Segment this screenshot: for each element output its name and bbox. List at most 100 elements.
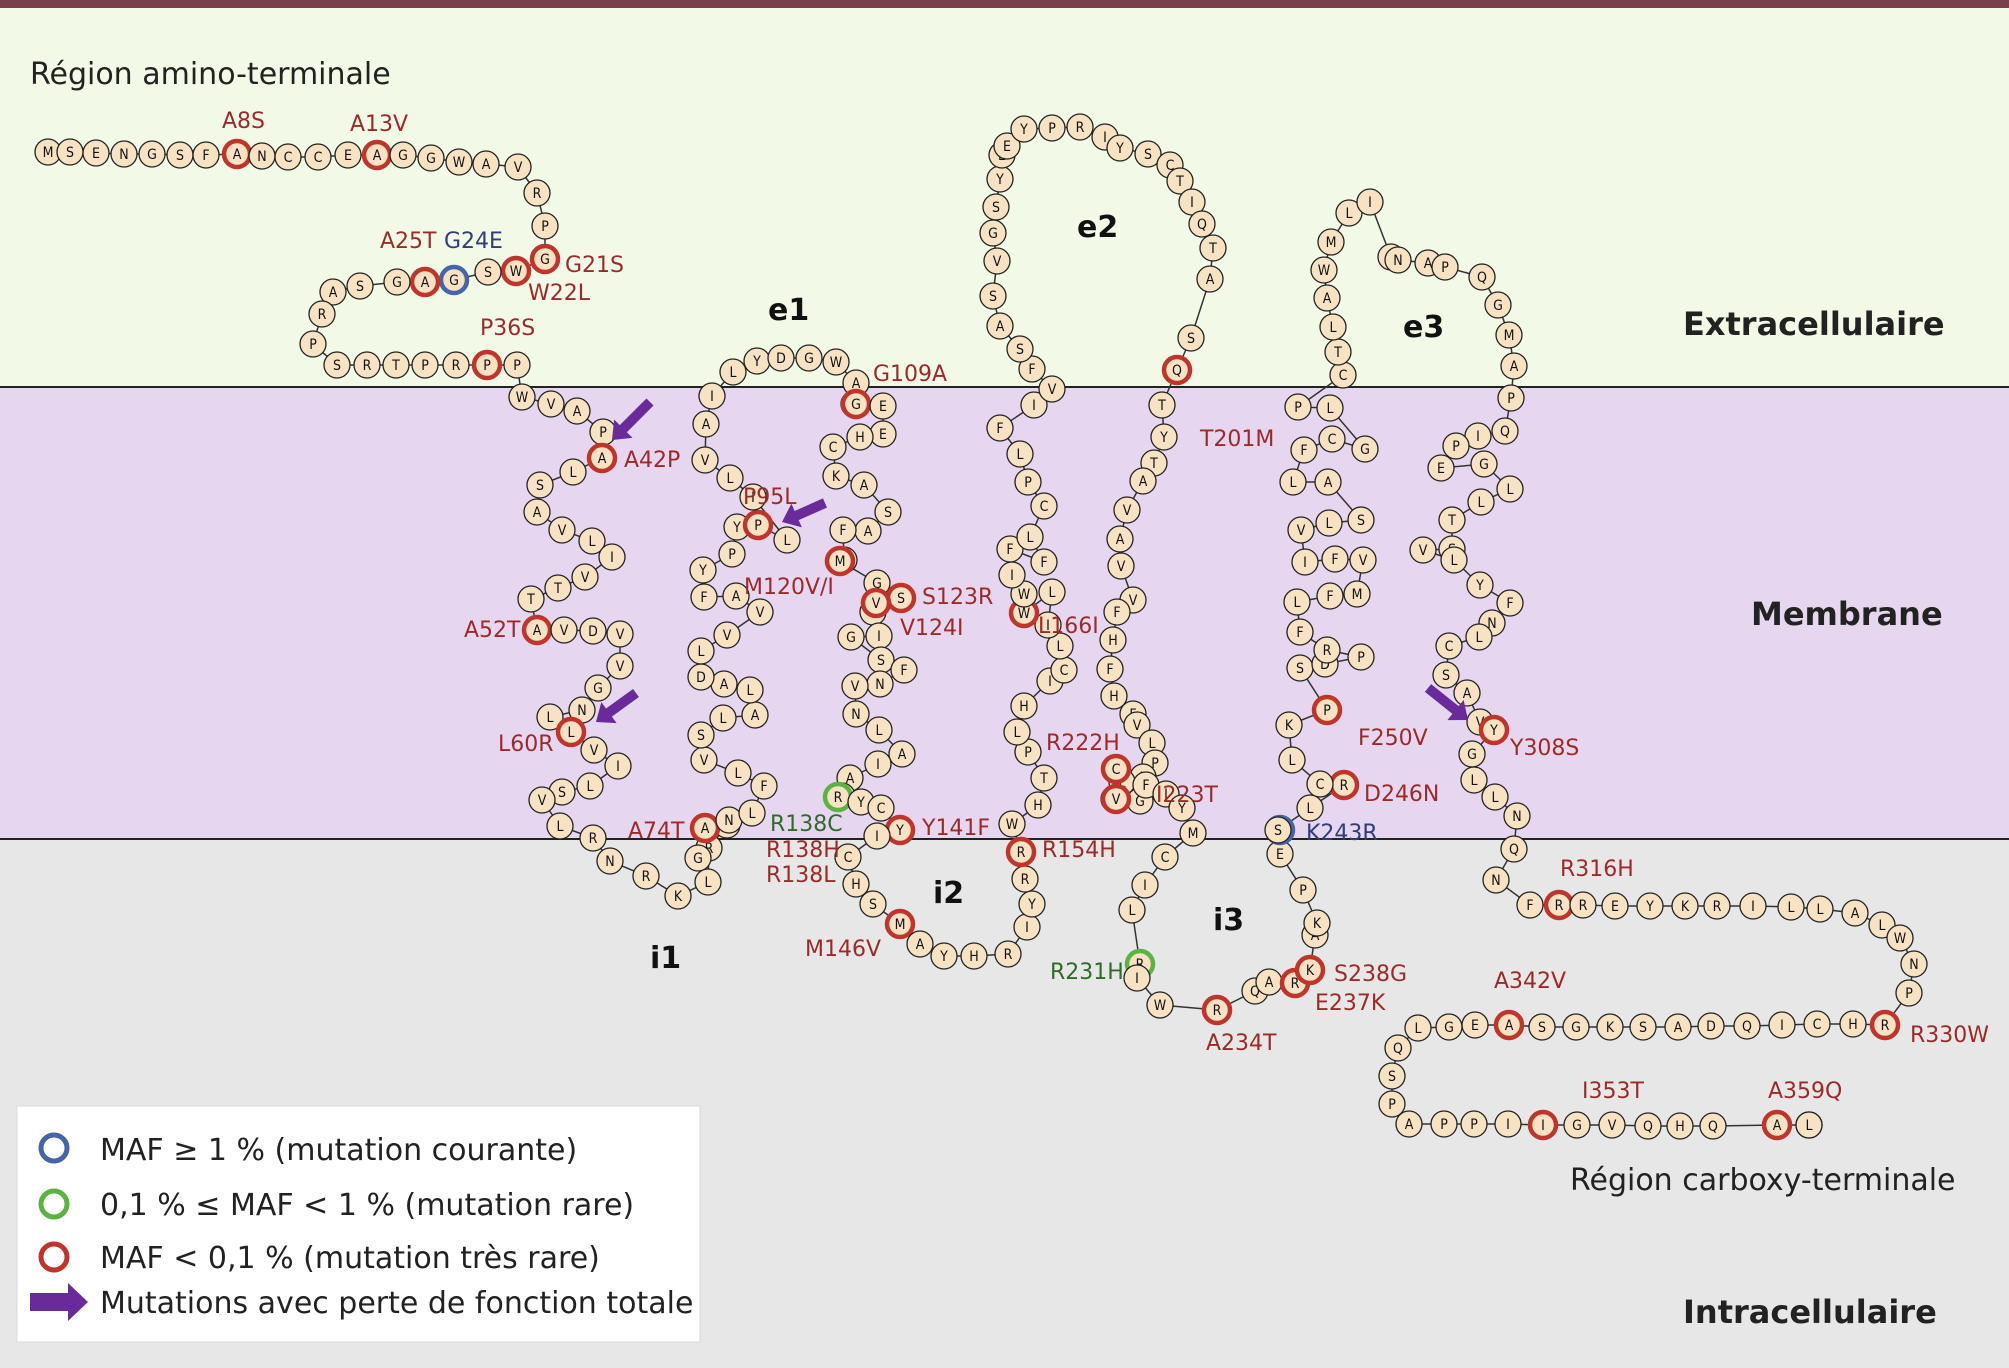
residue-circle xyxy=(1310,256,1338,284)
residue-letter: A xyxy=(898,747,907,763)
residue-circle xyxy=(1384,1034,1412,1062)
residue-letter: Q xyxy=(1708,1119,1718,1135)
residue-letter: L xyxy=(726,471,733,487)
residue-circle xyxy=(576,772,604,800)
residue-letter: I xyxy=(1506,1117,1510,1133)
residue-206: V xyxy=(1113,496,1141,524)
residue-circle xyxy=(1113,496,1141,524)
residue-letter: N xyxy=(1491,873,1500,889)
loop-label-i2: i2 xyxy=(933,876,964,911)
residue-9: N xyxy=(248,142,276,170)
residue-circle xyxy=(1201,994,1233,1026)
residue-circle xyxy=(1188,210,1216,238)
residue-letter: F xyxy=(1113,605,1120,621)
residue-70: K xyxy=(664,882,692,910)
residue-letter: A xyxy=(720,677,729,693)
residue-letter: W xyxy=(453,155,466,171)
residue-circle xyxy=(299,330,327,358)
residue-letter: H xyxy=(1108,633,1117,649)
legend-common-text: MAF ≥ 1 % (mutation courante) xyxy=(100,1133,577,1168)
residue-letter: M xyxy=(1326,235,1337,251)
residue-letter: E xyxy=(92,146,100,162)
residue-letter: T xyxy=(1157,398,1166,414)
residue-circle xyxy=(571,563,599,591)
mutation-label-l166i: L166I xyxy=(1038,614,1099,639)
residue-25: A xyxy=(409,266,441,298)
residue-229: I xyxy=(1131,871,1159,899)
residue-letter: I xyxy=(876,757,880,773)
residue-97: I xyxy=(739,483,767,511)
residue-letter: H xyxy=(1675,1119,1684,1135)
residue-letter: L xyxy=(1128,903,1135,919)
residue-circle xyxy=(82,139,110,167)
residue-letter: G xyxy=(872,576,882,592)
residue-circle xyxy=(523,179,551,207)
residue-letter: L xyxy=(1013,725,1020,741)
residue-261: I xyxy=(1291,548,1319,576)
region-n-terminal-label: Région amino-terminale xyxy=(30,57,391,92)
residue-letter: V xyxy=(581,570,590,586)
residue-355: V xyxy=(1598,1111,1626,1139)
residue-15: G xyxy=(417,144,445,172)
residue-171: L xyxy=(1016,523,1044,551)
residue-115: A xyxy=(850,471,878,499)
residue-letter: T xyxy=(1175,174,1184,190)
residue-198: T xyxy=(1199,234,1227,262)
residue-295: L xyxy=(1467,488,1495,516)
residue-50: T xyxy=(544,574,572,602)
residue-letter: F xyxy=(1142,778,1149,794)
residue-17: A xyxy=(472,150,500,178)
residue-359: A xyxy=(1761,1109,1793,1141)
residue-circle xyxy=(472,150,500,178)
residue-circle xyxy=(579,617,607,645)
residue-letter: L xyxy=(546,710,553,726)
residue-327: W xyxy=(1886,924,1914,952)
residue-193: S xyxy=(1134,140,1162,168)
residue-169: F xyxy=(996,535,1024,563)
residue-circle xyxy=(692,410,720,438)
residue-269: G xyxy=(1351,435,1379,463)
residue-letter: V xyxy=(547,397,556,413)
mutation-label-t201m: T201M xyxy=(1199,427,1274,452)
residue-letter: C xyxy=(284,150,293,166)
residue-letter: T xyxy=(1149,456,1158,472)
residue-299: L xyxy=(1440,546,1468,574)
residue-42: A xyxy=(586,442,618,474)
residue-294: L xyxy=(1496,475,1524,503)
residue-222: C xyxy=(1100,753,1132,785)
residue-letter: Y xyxy=(698,563,707,579)
residue-circle xyxy=(722,582,750,610)
residue-letter: L xyxy=(729,365,736,381)
residue-letter: L xyxy=(1026,530,1033,546)
residue-circle xyxy=(1291,548,1319,576)
residue-letter: L xyxy=(1878,918,1885,934)
residue-253: P xyxy=(1347,643,1375,671)
residue-circle xyxy=(1038,578,1066,606)
residue-264: S xyxy=(1347,506,1375,534)
residue-19: R xyxy=(523,179,551,207)
residue-circle xyxy=(1010,115,1038,143)
residue-114: K xyxy=(822,462,850,490)
residue-circle xyxy=(1430,1110,1458,1138)
residue-letter: C xyxy=(844,850,853,866)
residue-81: S xyxy=(687,721,715,749)
residue-letter: G xyxy=(1135,794,1145,810)
residue-82: L xyxy=(709,704,737,732)
residue-143: C xyxy=(834,843,862,871)
residue-170: F xyxy=(1030,548,1058,576)
residue-354: G xyxy=(1563,1111,1591,1139)
residue-circle xyxy=(1442,432,1470,460)
residue-letter: A xyxy=(1206,272,1215,288)
residue-letter: Q xyxy=(1500,424,1510,440)
residue-107: A xyxy=(842,369,870,397)
residue-letter: Y xyxy=(1489,723,1498,739)
mutation-label-v124i: V124I xyxy=(900,616,964,641)
residue-letter: A xyxy=(573,404,582,420)
residue-273: T xyxy=(1324,338,1352,366)
residue-340: S xyxy=(1528,1013,1556,1041)
residue-letter: K xyxy=(832,469,841,485)
residue-339: G xyxy=(1562,1013,1590,1041)
residue-32: R xyxy=(353,351,381,379)
residue-letter: V xyxy=(1048,382,1057,398)
residue-circle xyxy=(993,132,1021,160)
